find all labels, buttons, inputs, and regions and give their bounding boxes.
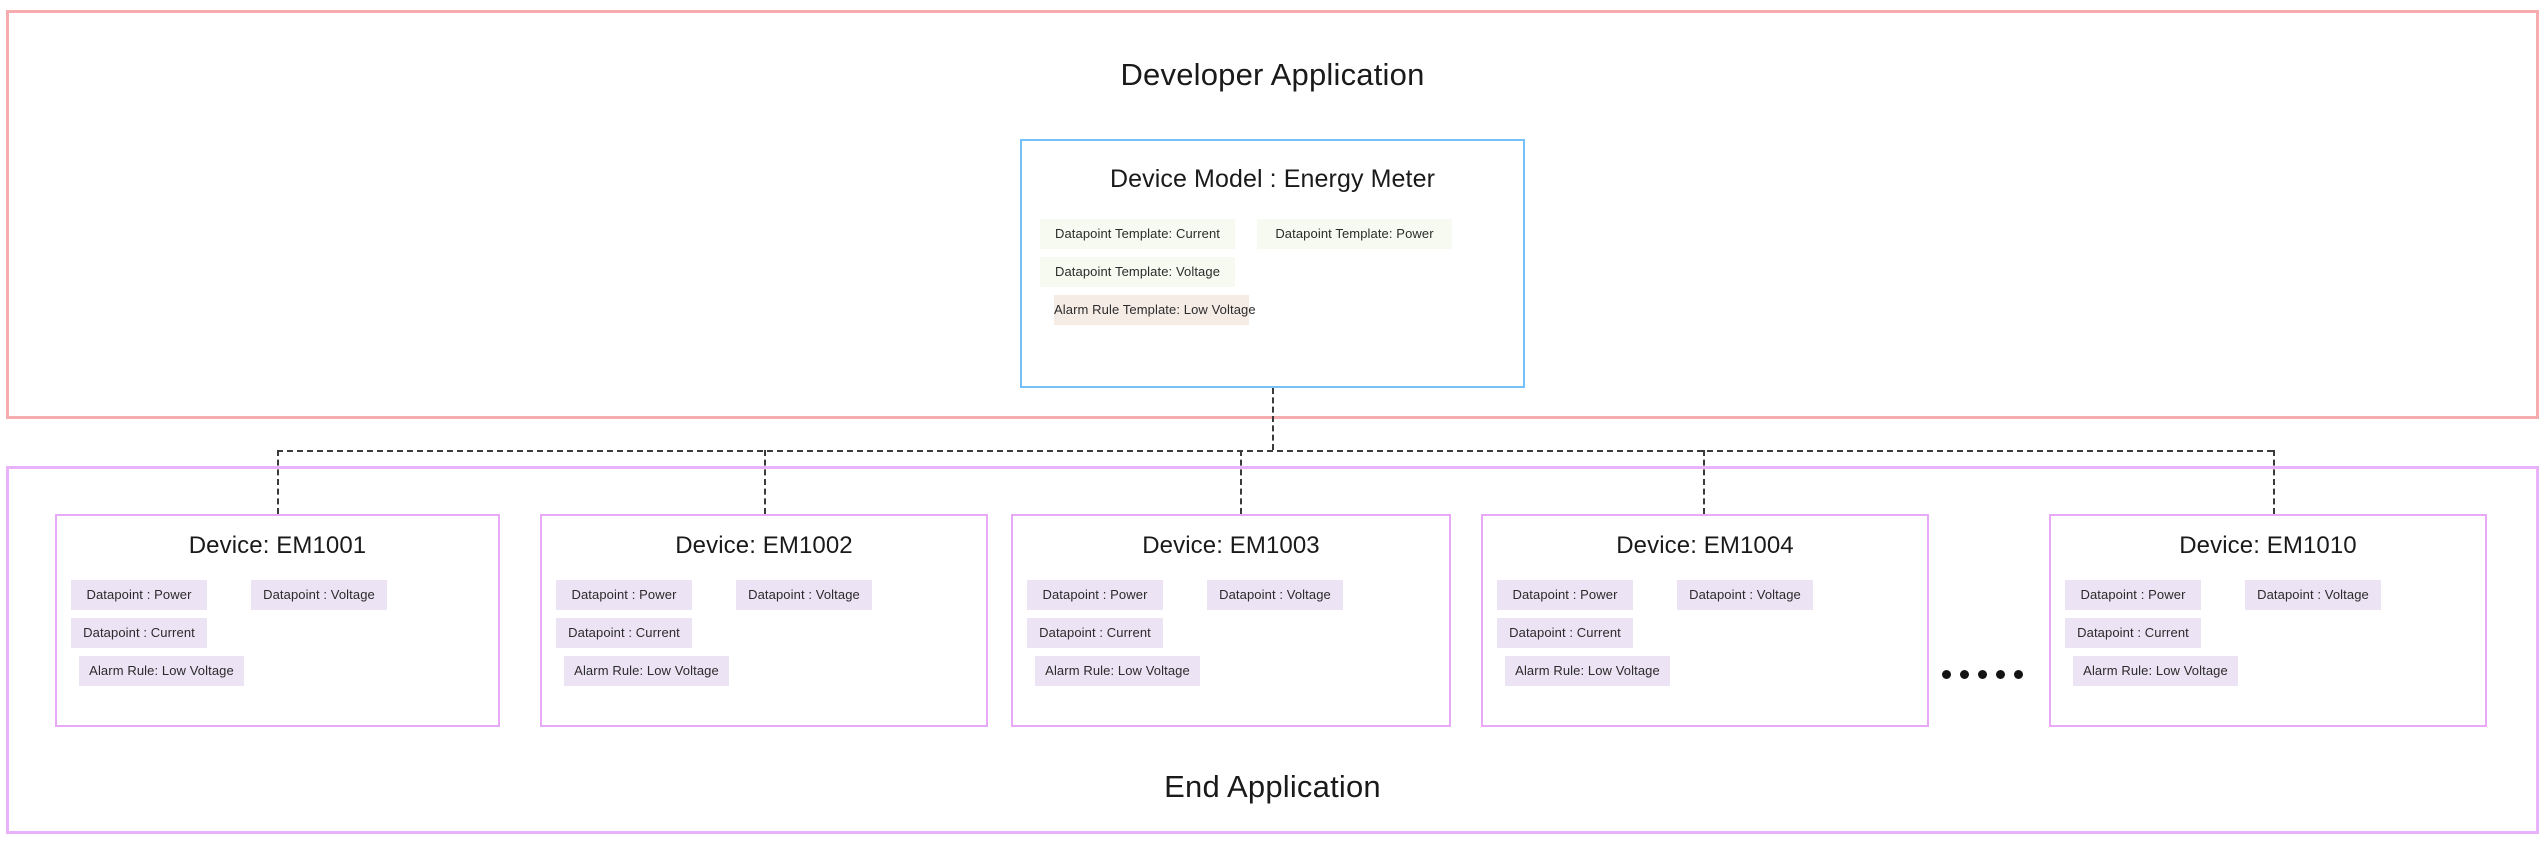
- connector-bus: [277, 450, 2273, 452]
- alarm-rule-tag[interactable]: Alarm Rule: Low Voltage: [564, 656, 729, 686]
- device-card-em1010[interactable]: Device: EM1010 Datapoint : Power Datapoi…: [2049, 514, 2487, 727]
- device-tag-row: Datapoint : Power Datapoint : Voltage: [1497, 580, 1913, 610]
- alarm-rule-tag[interactable]: Alarm Rule: Low Voltage: [79, 656, 244, 686]
- device-tag-row: Alarm Rule: Low Voltage: [1027, 656, 1435, 686]
- device-tag-list: Datapoint : Power Datapoint : Voltage Da…: [57, 580, 498, 686]
- device-tag-row: Datapoint : Current: [1027, 618, 1435, 648]
- device-model-tag-row: Datapoint Template: Current Datapoint Te…: [1040, 219, 1505, 249]
- device-card-title: Device: EM1001: [188, 532, 367, 559]
- device-tag-row: Datapoint : Power Datapoint : Voltage: [71, 580, 484, 610]
- alarm-rule-tag[interactable]: Alarm Rule: Low Voltage: [2073, 656, 2238, 686]
- ellipsis-indicator: [1942, 670, 2023, 679]
- device-card-em1002[interactable]: Device: EM1002 Datapoint : Power Datapoi…: [540, 514, 988, 727]
- datapoint-tag[interactable]: Datapoint : Power: [1497, 580, 1633, 610]
- tag-spacer: [692, 580, 736, 610]
- ellipsis-dot: [1942, 670, 1951, 679]
- device-tag-list: Datapoint : Power Datapoint : Voltage Da…: [1483, 580, 1927, 686]
- device-tag-row: Alarm Rule: Low Voltage: [1497, 656, 1913, 686]
- ellipsis-dot: [1960, 670, 1969, 679]
- ellipsis-dot: [2014, 670, 2023, 679]
- device-model-tag-list: Datapoint Template: Current Datapoint Te…: [1022, 219, 1523, 325]
- device-tag-row: Datapoint : Power Datapoint : Voltage: [2065, 580, 2471, 610]
- device-tag-row: Alarm Rule: Low Voltage: [556, 656, 972, 686]
- datapoint-tag[interactable]: Datapoint : Power: [71, 580, 207, 610]
- datapoint-tag[interactable]: Datapoint : Current: [1027, 618, 1163, 648]
- device-tag-row: Datapoint : Current: [556, 618, 972, 648]
- tag-spacer: [207, 580, 251, 610]
- datapoint-tag[interactable]: Datapoint : Current: [71, 618, 207, 648]
- device-tag-list: Datapoint : Power Datapoint : Voltage Da…: [2051, 580, 2485, 686]
- datapoint-tag[interactable]: Datapoint : Voltage: [251, 580, 387, 610]
- datapoint-tag[interactable]: Datapoint : Power: [1027, 580, 1163, 610]
- device-tag-list: Datapoint : Power Datapoint : Voltage Da…: [1013, 580, 1449, 686]
- connector-model-to-bus: [1272, 388, 1274, 450]
- end-application-region: End Application: [6, 466, 2539, 834]
- device-card-em1001[interactable]: Device: EM1001 Datapoint : Power Datapoi…: [55, 514, 500, 727]
- connector-bus-to-device-4: [1703, 450, 1705, 514]
- datapoint-tag[interactable]: Datapoint : Current: [1497, 618, 1633, 648]
- tag-spacer: [2201, 580, 2245, 610]
- connector-bus-to-device-5: [2273, 450, 2275, 514]
- datapoint-template-tag[interactable]: Datapoint Template: Power: [1257, 219, 1452, 249]
- device-tag-row: Datapoint : Current: [71, 618, 484, 648]
- end-application-title: End Application: [1164, 769, 1381, 804]
- tag-spacer: [1163, 580, 1207, 610]
- datapoint-template-tag[interactable]: Datapoint Template: Current: [1040, 219, 1235, 249]
- datapoint-tag[interactable]: Datapoint : Power: [2065, 580, 2201, 610]
- alarm-rule-tag[interactable]: Alarm Rule: Low Voltage: [1035, 656, 1200, 686]
- device-card-title: Device: EM1002: [675, 532, 853, 559]
- device-model-title: Device Model : Energy Meter: [1109, 165, 1436, 193]
- device-tag-row: Datapoint : Power Datapoint : Voltage: [556, 580, 972, 610]
- device-tag-row: Datapoint : Power Datapoint : Voltage: [1027, 580, 1435, 610]
- alarm-rule-tag[interactable]: Alarm Rule: Low Voltage: [1505, 656, 1670, 686]
- developer-application-title: Developer Application: [1120, 57, 1425, 92]
- device-card-title: Device: EM1010: [2179, 532, 2357, 559]
- connector-bus-to-device-3: [1240, 450, 1242, 514]
- device-model-card[interactable]: Device Model : Energy Meter Datapoint Te…: [1020, 139, 1525, 388]
- device-card-title: Device: EM1004: [1616, 532, 1794, 559]
- datapoint-tag[interactable]: Datapoint : Current: [556, 618, 692, 648]
- device-tag-list: Datapoint : Power Datapoint : Voltage Da…: [542, 580, 986, 686]
- device-tag-row: Alarm Rule: Low Voltage: [2065, 656, 2471, 686]
- datapoint-tag[interactable]: Datapoint : Voltage: [2245, 580, 2381, 610]
- device-card-em1004[interactable]: Device: EM1004 Datapoint : Power Datapoi…: [1481, 514, 1929, 727]
- ellipsis-dot: [1996, 670, 2005, 679]
- tag-spacer: [1633, 580, 1677, 610]
- device-model-tag-row: Alarm Rule Template: Low Voltage: [1040, 295, 1505, 325]
- connector-bus-to-device-2: [764, 450, 766, 514]
- datapoint-tag[interactable]: Datapoint : Voltage: [1677, 580, 1813, 610]
- datapoint-tag[interactable]: Datapoint : Power: [556, 580, 692, 610]
- device-model-tag-row: Datapoint Template: Voltage: [1040, 257, 1505, 287]
- device-card-em1003[interactable]: Device: EM1003 Datapoint : Power Datapoi…: [1011, 514, 1451, 727]
- device-tag-row: Datapoint : Current: [2065, 618, 2471, 648]
- datapoint-tag[interactable]: Datapoint : Voltage: [736, 580, 872, 610]
- device-tag-row: Datapoint : Current: [1497, 618, 1913, 648]
- datapoint-tag[interactable]: Datapoint : Voltage: [1207, 580, 1343, 610]
- device-card-title: Device: EM1003: [1142, 532, 1320, 559]
- tag-spacer: [1235, 219, 1257, 249]
- connector-bus-to-device-1: [277, 450, 279, 514]
- alarm-rule-template-tag[interactable]: Alarm Rule Template: Low Voltage: [1054, 295, 1256, 325]
- datapoint-template-tag[interactable]: Datapoint Template: Voltage: [1040, 257, 1235, 287]
- ellipsis-dot: [1978, 670, 1987, 679]
- datapoint-tag[interactable]: Datapoint : Current: [2065, 618, 2201, 648]
- device-tag-row: Alarm Rule: Low Voltage: [71, 656, 484, 686]
